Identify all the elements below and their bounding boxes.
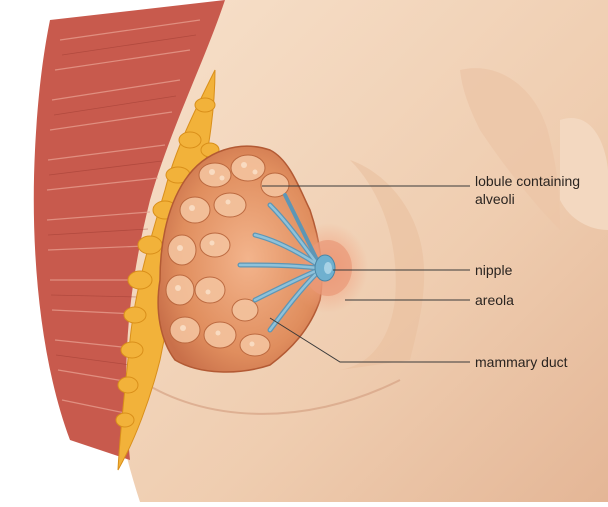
label-lobule-line2: alveoli xyxy=(475,190,515,208)
label-areola: areola xyxy=(475,291,514,309)
nipple xyxy=(315,255,335,281)
label-nipple: nipple xyxy=(475,261,512,279)
label-lobule-line1: lobule containing xyxy=(475,172,580,190)
label-mammary-duct: mammary duct xyxy=(475,353,568,371)
